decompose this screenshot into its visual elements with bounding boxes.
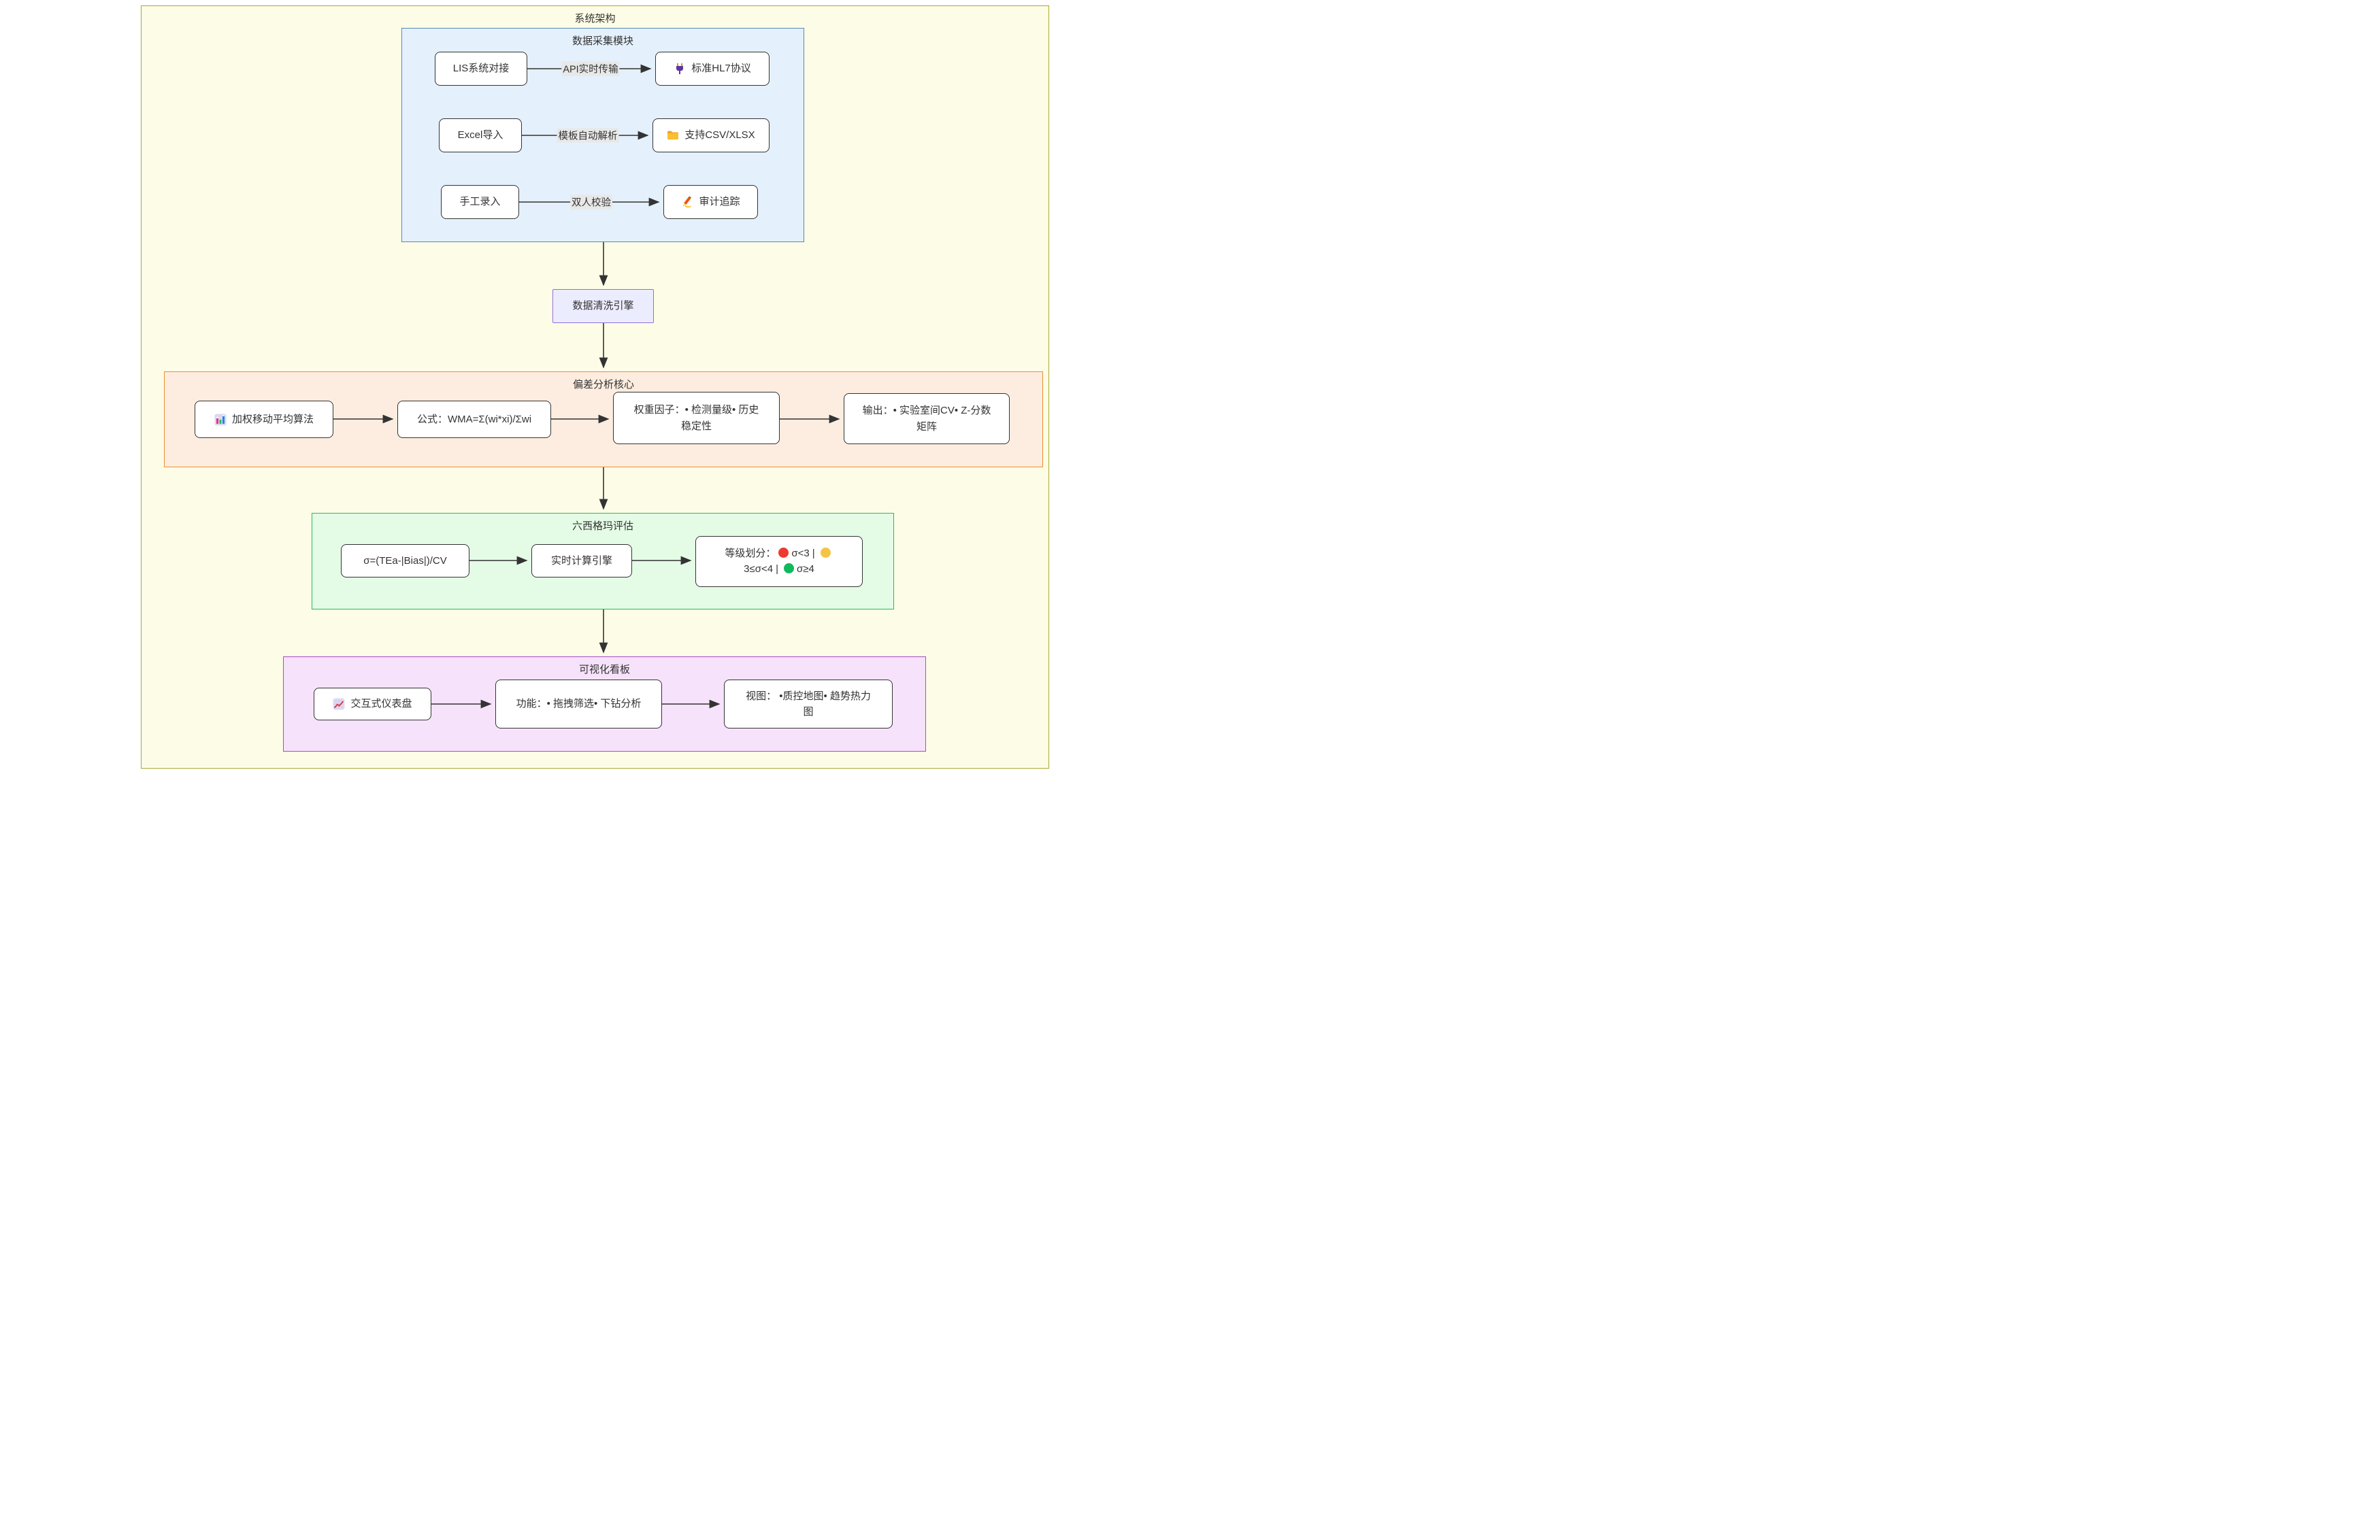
node-label: 权重因子：• 检测量级• 历史稳定性	[633, 404, 759, 432]
grade-separator: |	[812, 548, 815, 559]
node-label: 视图： •质控地图• 趋势热力图	[746, 690, 871, 718]
node-views: 视图： •质控地图• 趋势热力图	[724, 680, 893, 729]
node-wma-formula: 公式：WMA=Σ(wi*xi)/Σwi	[397, 401, 551, 438]
node-label: 交互式仪表盘	[350, 698, 412, 710]
grade-label: σ≥4	[797, 563, 814, 575]
node-sigma-formula: σ=(TEa-|Bias|)/CV	[341, 544, 469, 578]
grade-label: σ<3	[791, 548, 810, 559]
grade-label: 3≤σ<4	[744, 563, 774, 575]
node-label: σ=(TEa-|Bias|)/CV	[363, 554, 447, 567]
node-lis-integration: LIS系统对接	[435, 52, 527, 86]
subgraph-title: 六西格玛评估	[572, 520, 633, 532]
subgraph-title: 偏差分析核心	[572, 379, 634, 390]
grade-prefix: 等级划分：	[725, 548, 776, 559]
node-label: LIS系统对接	[452, 63, 510, 75]
node-label: 公式：WMA=Σ(wi*xi)/Σwi	[416, 413, 532, 425]
node-wma-algorithm: 加权移动平均算法	[195, 401, 333, 438]
bar-chart-icon	[214, 414, 227, 426]
node-label: Excel导入	[457, 129, 503, 141]
folder-icon	[667, 129, 679, 141]
node-label: 输出：• 实验室间CV• Z-分数矩阵	[862, 405, 991, 433]
node-data-cleaning-engine: 数据清洗引擎	[552, 289, 654, 323]
architecture-diagram: 系统架构 数据采集模块 LIS系统对接 API实时传输	[0, 0, 1190, 770]
node-audit-trail: 审计追踪	[663, 185, 758, 219]
node-label: 手工录入	[459, 196, 501, 208]
diagram-title: 系统架构	[574, 13, 616, 24]
chart-increasing-icon	[333, 698, 345, 710]
node-excel-import: Excel导入	[439, 118, 522, 152]
node-label: 标准HL7协议	[691, 63, 751, 75]
edge-label-template: 模板自动解析	[557, 128, 619, 143]
node-label: 审计追踪	[699, 196, 740, 208]
node-label: 功能：• 拖拽筛选• 下钻分析	[516, 698, 642, 710]
node-features: 功能：• 拖拽筛选• 下钻分析	[495, 680, 662, 729]
grade-separator: |	[776, 563, 778, 575]
subgraph-title: 可视化看板	[578, 664, 630, 675]
node-label: 支持CSV/XLSX	[684, 129, 755, 141]
edge-label-double-check: 双人校验	[570, 195, 612, 210]
node-output: 输出：• 实验室间CV• Z-分数矩阵	[844, 393, 1010, 444]
node-label: 数据清洗引擎	[572, 300, 634, 312]
node-grade-levels: 等级划分：σ<3|3≤σ<4|σ≥4	[695, 536, 863, 587]
red-dot-icon	[778, 548, 789, 558]
electric-plug-icon	[674, 63, 686, 75]
node-interactive-dashboard: 交互式仪表盘	[314, 688, 431, 720]
subgraph-title: 数据采集模块	[572, 35, 633, 47]
edge-label-api: API实时传输	[561, 61, 620, 76]
writing-hand-icon	[681, 196, 693, 208]
node-weight-factors: 权重因子：• 检测量级• 历史稳定性	[613, 392, 780, 444]
node-csv-xlsx: 支持CSV/XLSX	[652, 118, 770, 152]
node-label: 加权移动平均算法	[231, 413, 314, 425]
node-realtime-engine: 实时计算引擎	[531, 544, 632, 578]
yellow-dot-icon	[820, 548, 831, 558]
node-hl7-protocol: 标准HL7协议	[655, 52, 770, 86]
green-dot-icon	[784, 563, 794, 574]
node-label: 实时计算引擎	[550, 554, 612, 567]
node-manual-entry: 手工录入	[441, 185, 519, 219]
